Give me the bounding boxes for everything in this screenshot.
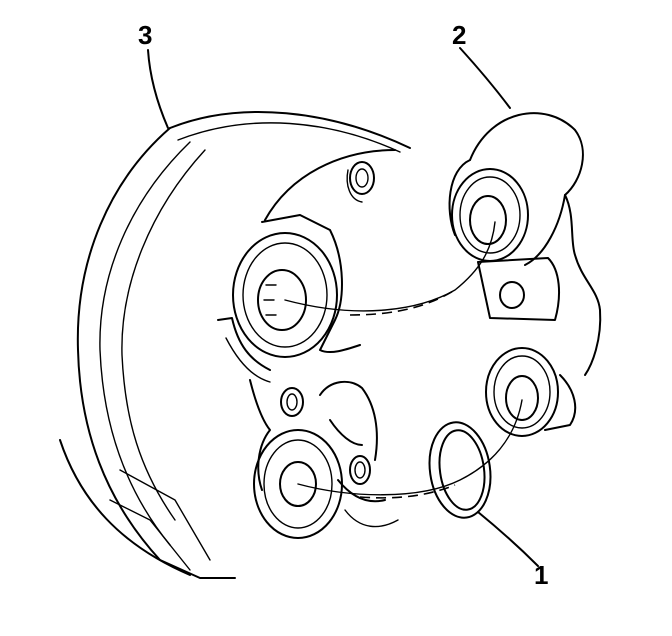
callout-1: 1 — [534, 560, 548, 590]
alignment-lines — [284, 221, 523, 499]
callout-3: 3 — [138, 20, 152, 50]
o-ring-seal-icon — [428, 421, 492, 519]
leader-lines — [147, 47, 539, 567]
callout-2: 2 — [452, 20, 466, 50]
hose-block-icon — [448, 112, 602, 437]
compressor-housing-icon — [59, 111, 411, 579]
